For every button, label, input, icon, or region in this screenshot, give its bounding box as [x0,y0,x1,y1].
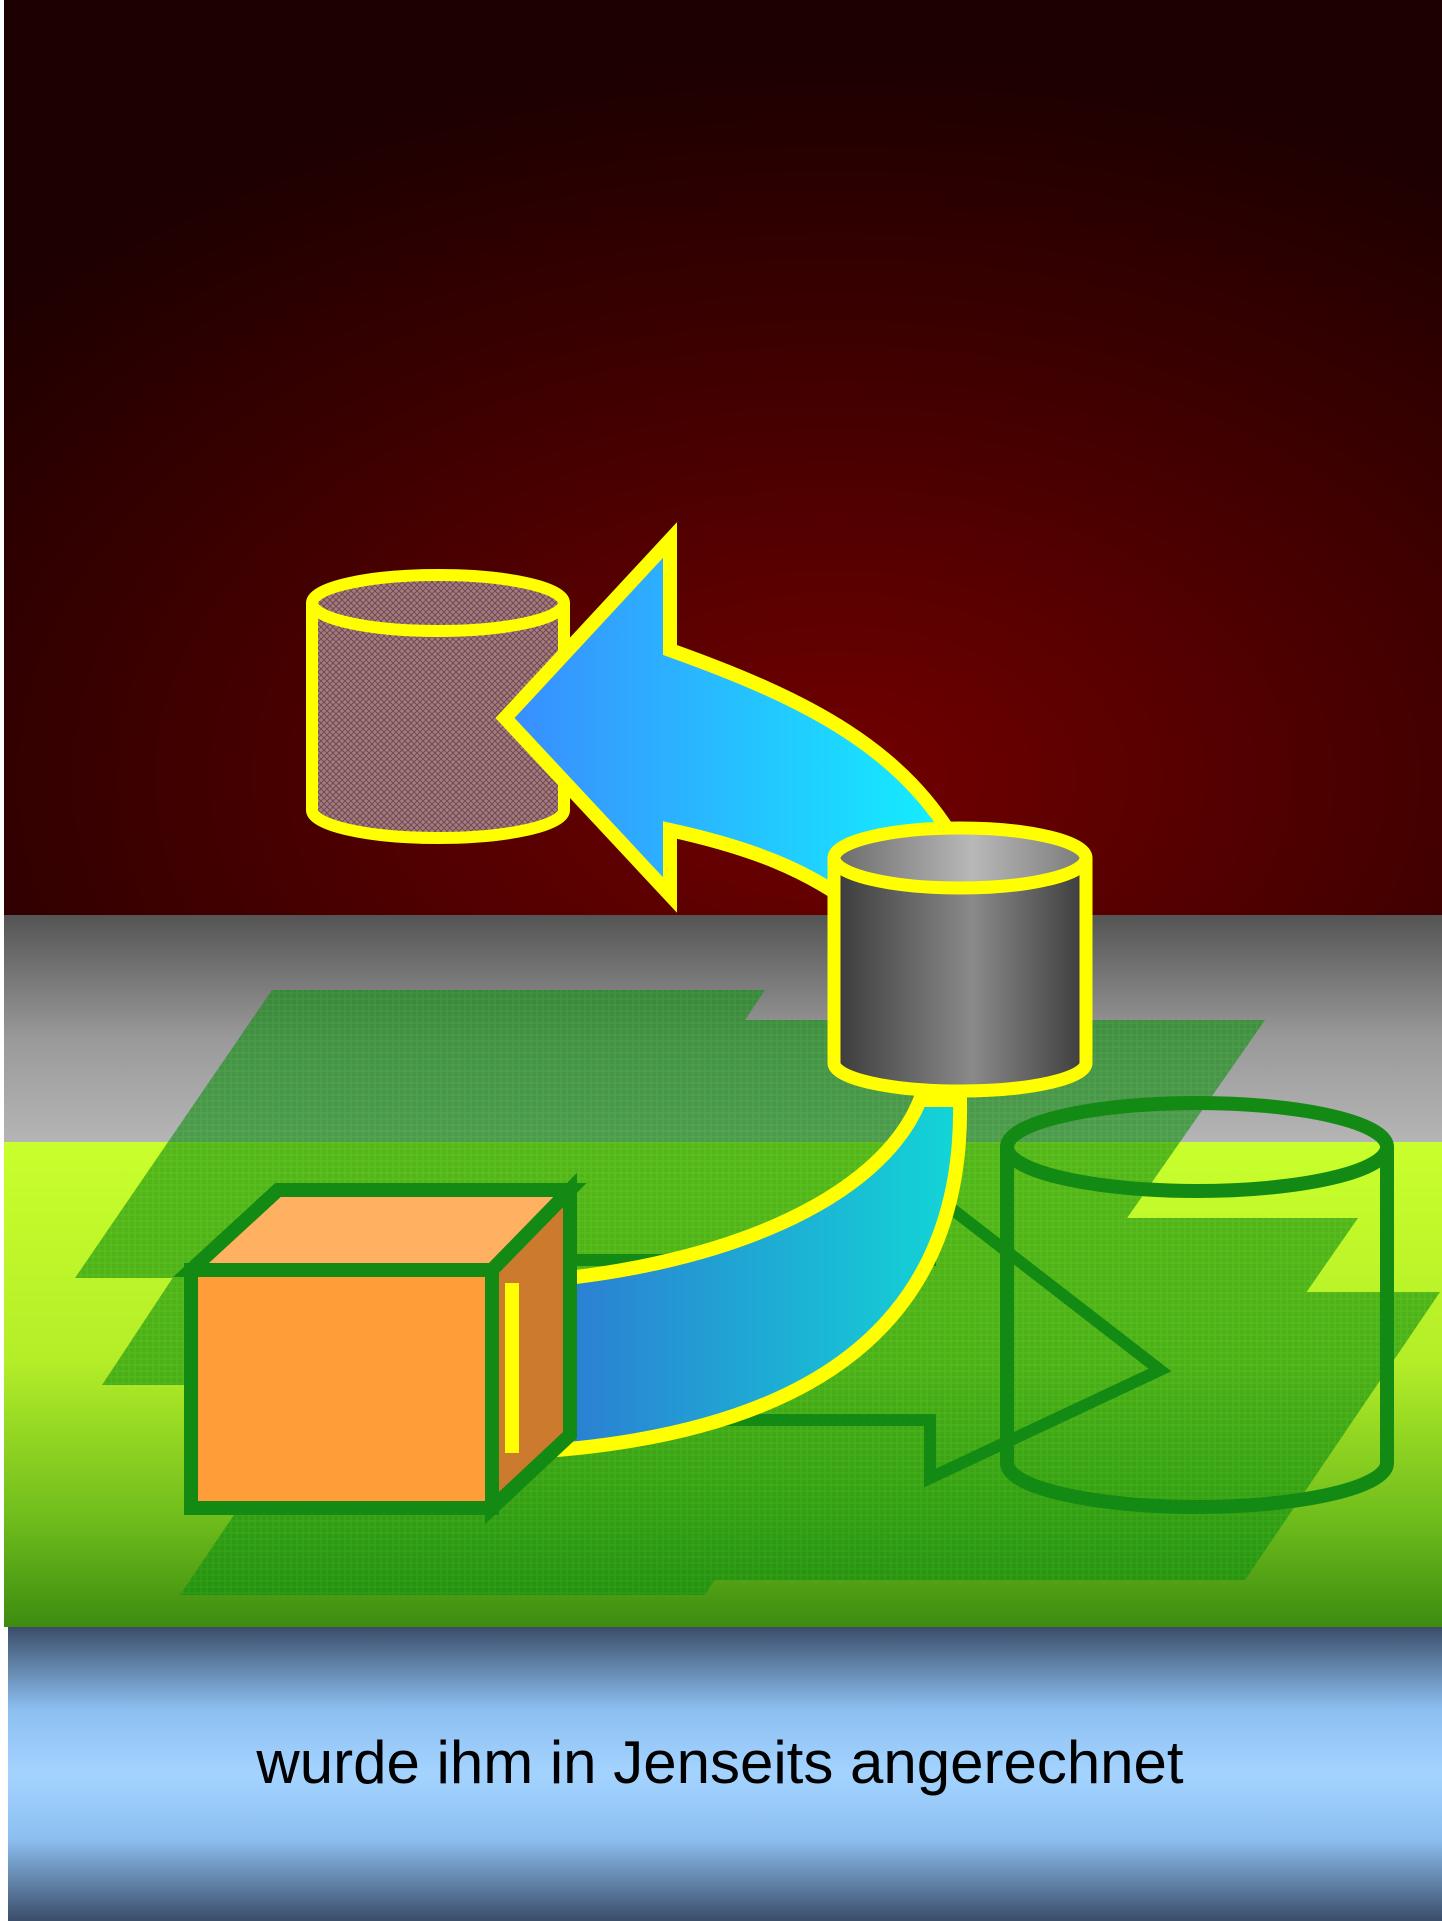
left-edge-strip [0,0,4,1700]
cube-front-face [191,1270,492,1508]
gray-cylinder-icon [834,828,1086,1091]
caption-text: wurde ihm in Jenseits angerechnet [255,1729,1184,1796]
